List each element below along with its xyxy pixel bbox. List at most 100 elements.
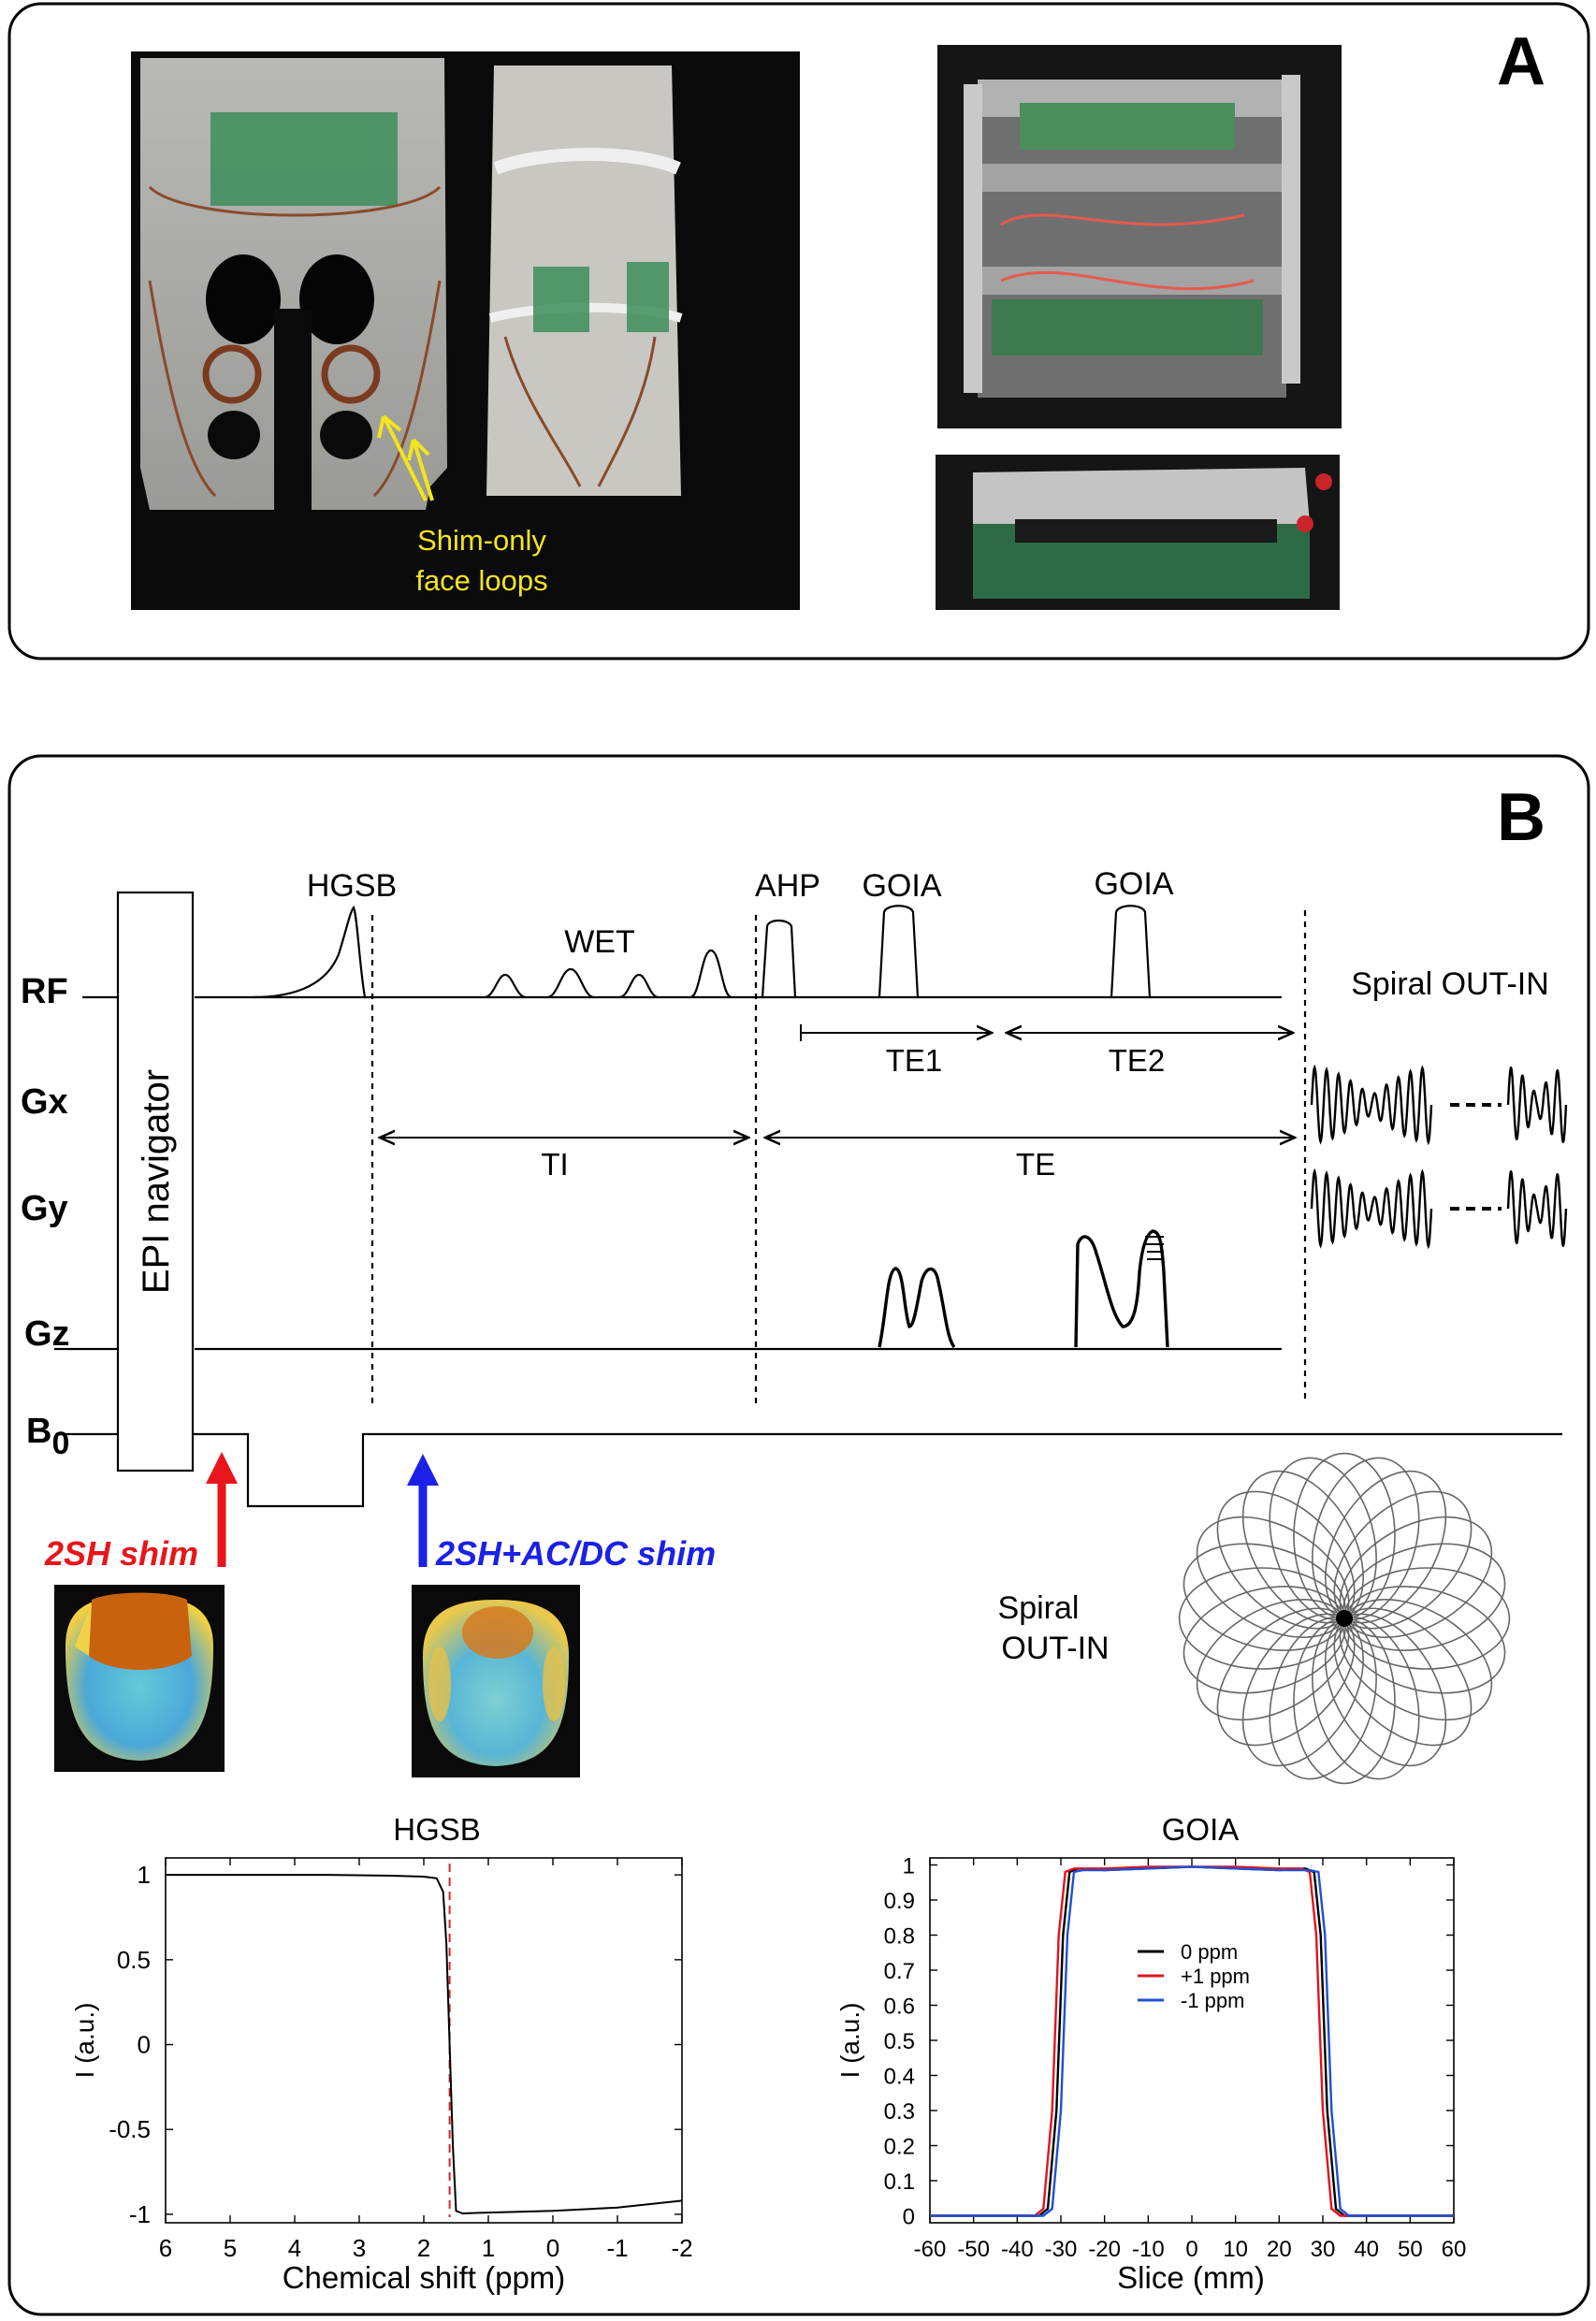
spiral-loop	[1333, 1607, 1473, 1747]
goia-pulse-1	[878, 905, 920, 998]
te2-label: TE2	[1109, 1043, 1166, 1078]
x-tick-label: 10	[1223, 2237, 1248, 2262]
te1-label: TE1	[886, 1043, 943, 1078]
spiral-loop	[1293, 1452, 1396, 1619]
goia-series--1-ppm	[930, 1865, 1454, 2217]
goia-pulse-label-2: GOIA	[1094, 866, 1173, 902]
rf-row-label: RF	[21, 972, 68, 1011]
timing-intervals	[380, 1024, 1295, 1138]
spiral-loop	[1333, 1490, 1473, 1630]
goia-plot-frame	[929, 1857, 1455, 2224]
legend-label: 0 ppm	[1181, 1940, 1238, 1964]
te-label: TE	[1016, 1147, 1055, 1182]
epi-navigator-label: EPI navigator	[136, 1069, 177, 1294]
shim-face-loops-label-2: face loops	[415, 564, 547, 597]
gx-spiral-wave-1	[1310, 1064, 1433, 1146]
gz-goia-1	[878, 1267, 956, 1349]
y-tick-label: 1	[138, 1861, 151, 1889]
b0-map-2sh-acdc	[412, 1585, 580, 1777]
hgsb-plot-frame	[165, 1857, 683, 2224]
shim-red-label: 2SH shim	[44, 1534, 198, 1573]
shim-arrows	[206, 1452, 439, 1567]
coil-front-photo: Shim-only face loops	[131, 51, 800, 610]
spiral-traj-label-2: OUT-IN	[1001, 1631, 1109, 1666]
goia-chart-title: GOIA	[1162, 1812, 1240, 1847]
hgsb-xlabel: Chemical shift (ppm)	[283, 2260, 566, 2295]
x-tick-label: 2	[417, 2234, 430, 2262]
x-tick-label: 30	[1311, 2237, 1336, 2262]
goia-ylabel: I (a.u.)	[835, 2003, 864, 2079]
panel-a-label: A	[1497, 24, 1545, 99]
epi-navigator-box	[116, 891, 195, 1472]
sequence-baselines	[54, 995, 1562, 1508]
amplifier-board-photo	[936, 455, 1340, 610]
b0-waveform	[56, 1432, 1562, 1508]
goia-pulse-2	[1110, 905, 1152, 998]
ahp-pulse	[761, 919, 797, 998]
goia-profile-lines	[930, 1865, 1454, 2217]
y-tick-label: 0.3	[884, 2099, 915, 2125]
goia-xlabel: Slice (mm)	[1117, 2260, 1265, 2295]
shim-blue-label: 2SH+AC/DC shim	[435, 1534, 716, 1573]
y-tick-label: 0	[903, 2205, 915, 2230]
spiral-loop	[1216, 1490, 1356, 1630]
gx-spiral-wave-2	[1506, 1066, 1568, 1144]
x-tick-label: 0	[1185, 2237, 1197, 2262]
wet-pulse-2	[546, 967, 595, 999]
panel-b-frame	[7, 754, 1590, 2316]
x-tick-label: 3	[353, 2234, 366, 2262]
panel-b-label: B	[1497, 780, 1545, 855]
x-tick-label: 0	[546, 2234, 559, 2262]
x-tick-label: 20	[1267, 2237, 1292, 2262]
gx-row-label: Gx	[21, 1082, 68, 1122]
wet-pulse-label: WET	[564, 924, 635, 960]
y-tick-label: 0.5	[884, 2029, 915, 2054]
y-tick-label: 0.2	[884, 2135, 915, 2160]
wet-pulse-3	[618, 973, 660, 999]
x-tick-label: -10	[1132, 2237, 1165, 2262]
x-tick-label: -1	[606, 2234, 628, 2262]
gy-row-label: Gy	[21, 1189, 68, 1228]
panel-b: B RF Gx Gy Gz B0 EPI navigator	[7, 754, 1590, 2316]
y-tick-label: 1	[903, 1854, 915, 1879]
y-tick-label: 0.6	[884, 1995, 915, 2020]
panel-a: A Shim-only face loops	[7, 2, 1590, 660]
b0-map-2sh	[54, 1585, 225, 1772]
x-tick-label: 5	[224, 2234, 237, 2262]
spiral-traj-label-1: Spiral	[998, 1590, 1080, 1626]
x-tick-label: -20	[1088, 2237, 1121, 2262]
goia-pulse-label-1: GOIA	[862, 868, 941, 904]
x-tick-label: -50	[957, 2237, 990, 2262]
wet-pulse-4	[689, 949, 733, 999]
gy-spiral-wave-2	[1506, 1169, 1568, 1248]
gz-row-label: Gz	[24, 1314, 70, 1354]
spiral-loop	[1216, 1607, 1356, 1747]
y-tick-label: 0.7	[884, 1959, 915, 1984]
spiral-loop	[1343, 1567, 1511, 1670]
spiral-readout-waveforms	[1310, 1064, 1568, 1250]
x-tick-label: -60	[914, 2237, 947, 2262]
x-tick-label: 60	[1442, 2237, 1467, 2262]
hgsb-ylabel: I (a.u.)	[70, 2003, 99, 2079]
panel-a-frame	[7, 2, 1590, 660]
hgsb-chart-title: HGSB	[393, 1812, 481, 1847]
hgsb-profile-line	[166, 1874, 683, 2215]
timing-dividers	[370, 910, 1307, 1405]
goia-series-0-ppm	[930, 1865, 1454, 2217]
goia-series--1-ppm	[930, 1865, 1454, 2217]
y-tick-label: 0	[138, 2031, 151, 2059]
y-tick-label: -1	[129, 2200, 151, 2228]
gy-spiral-wave-1	[1310, 1168, 1433, 1250]
y-tick-label: -0.5	[109, 2115, 151, 2143]
gz-goia-2	[1074, 1229, 1169, 1348]
spiral-loop	[1178, 1567, 1345, 1670]
x-tick-label: -40	[1001, 2237, 1034, 2262]
x-tick-label: 6	[159, 2234, 172, 2262]
x-tick-label: 4	[288, 2234, 301, 2262]
x-tick-label: 1	[482, 2234, 495, 2262]
ti-label: TI	[541, 1147, 568, 1182]
y-tick-label: 0.9	[884, 1889, 915, 1914]
